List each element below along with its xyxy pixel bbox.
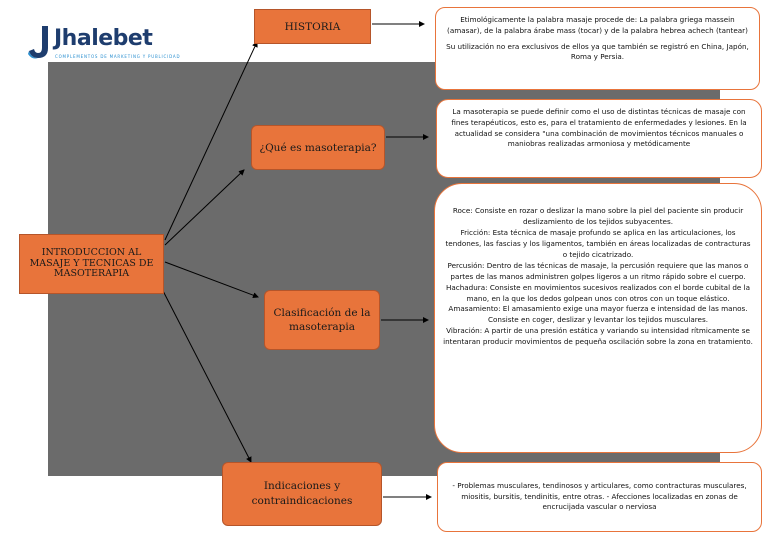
detail-clasificacion-item: Vibración: A partir de una presión estát…	[443, 326, 753, 347]
detail-que-es: La masoterapia se puede definir como el …	[436, 99, 762, 178]
detail-clasificacion-item: Amasamiento: El amasamiento exige una ma…	[448, 304, 748, 325]
node-historia: HISTORIA	[254, 9, 371, 44]
detail-indicaciones: - Problemas musculares, tendinosos y art…	[437, 462, 762, 532]
main-topic-title: INTRODUCCION AL MASAJE Y TECNICAS DE MAS…	[29, 246, 154, 280]
detail-que-es-text: La masoterapia se puede definir como el …	[451, 107, 747, 149]
node-indicaciones: Indicaciones y contraindicaciones	[222, 462, 382, 526]
detail-clasificacion-item: Fricción: Esta técnica de masaje profund…	[445, 227, 751, 259]
detail-historia-paragraph: Su utilización no era exclusivos de ello…	[446, 41, 749, 62]
main-topic-box: INTRODUCCION AL MASAJE Y TECNICAS DE MAS…	[19, 234, 164, 294]
logo-text: Jhalebet	[54, 26, 153, 51]
detail-indicaciones-text: - Problemas musculares, tendinosos y art…	[452, 480, 747, 512]
logo: Jhalebet COMPLEMENTOS DE MARKETING Y PUB…	[28, 24, 180, 64]
node-clasificacion: Clasificación de la masoterapia	[264, 290, 380, 350]
detail-clasificacion-item: Percusión: Dentro de las técnicas de mas…	[447, 260, 749, 281]
detail-clasificacion-item: Hachadura: Consiste en movimientos suces…	[445, 282, 751, 303]
detail-clasificacion-item: Roce: Consiste en rozar o deslizar la ma…	[452, 206, 744, 226]
detail-historia: Etimológicamente la palabra masaje proce…	[435, 7, 760, 90]
node-indicaciones-label: Indicaciones y contraindicaciones	[251, 479, 353, 507]
node-historia-label: HISTORIA	[284, 20, 341, 33]
node-que-es-label: ¿Qué es masoterapia?	[259, 141, 377, 154]
j-logo-icon	[28, 26, 48, 59]
detail-historia-paragraph: Etimológicamente la palabra masaje proce…	[447, 15, 748, 35]
logo-tagline: COMPLEMENTOS DE MARKETING Y PUBLICIDAD	[55, 54, 181, 59]
node-clasificacion-label: Clasificación de la masoterapia	[273, 306, 371, 333]
detail-clasificacion: Roce: Consiste en rozar o deslizar la ma…	[434, 183, 762, 453]
node-que-es: ¿Qué es masoterapia?	[251, 125, 385, 170]
